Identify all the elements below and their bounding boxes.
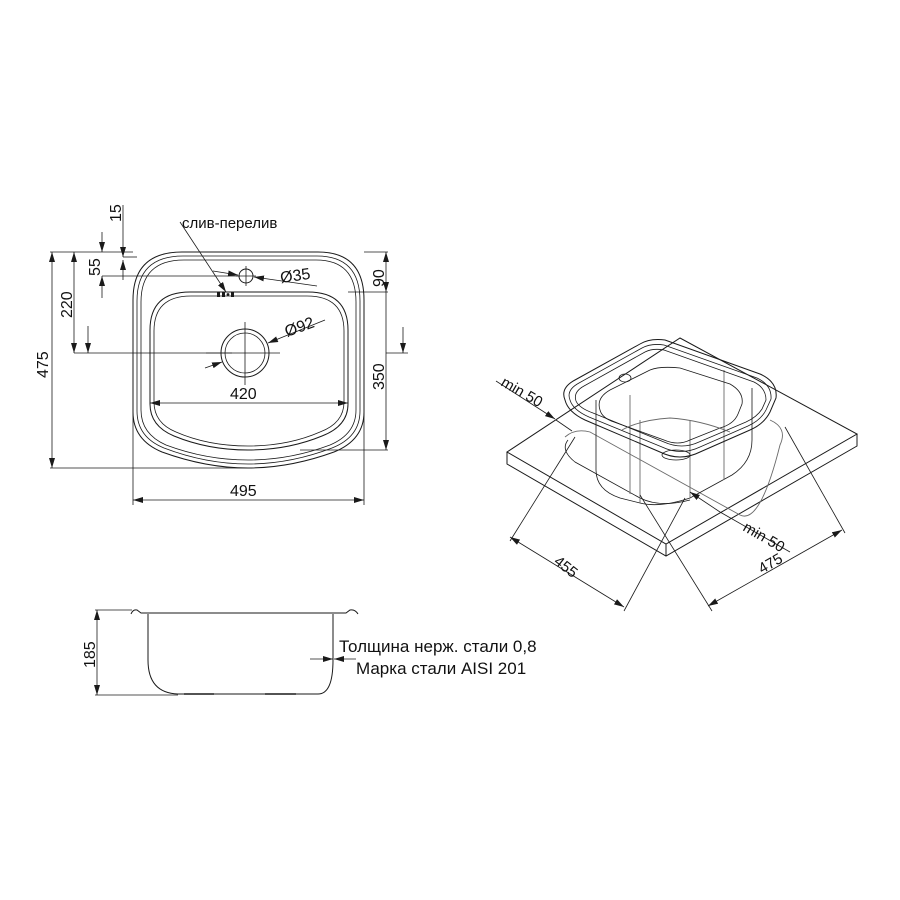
dim-dia35: Ø35 <box>279 266 311 287</box>
note-steel-grade: Марка стали AISI 201 <box>356 659 526 678</box>
isometric-view <box>506 337 859 557</box>
dim-185: 185 <box>82 641 99 668</box>
dim-495: 495 <box>230 483 257 500</box>
iso-dimensions <box>495 380 846 612</box>
overflow-slot-icon <box>217 292 234 297</box>
iso-min50-left: min 50 <box>498 374 545 411</box>
dim-55: 55 <box>87 258 104 276</box>
top-view <box>132 251 365 469</box>
iso-drain <box>661 449 691 461</box>
iso-min50-right: min 50 <box>740 519 787 556</box>
iso-dim-475: 475 <box>756 550 786 577</box>
dim-220: 220 <box>59 291 76 318</box>
dim-420: 420 <box>230 386 257 403</box>
dim-475: 475 <box>35 351 52 378</box>
note-thickness: Толщина нерж. стали 0,8 <box>339 637 537 656</box>
dim-15: 15 <box>108 204 125 222</box>
dim-dia92: Ø92 <box>283 314 317 340</box>
top-view-dimensions <box>49 205 408 505</box>
overflow-label: слив-перелив <box>182 215 277 232</box>
dim-350: 350 <box>371 363 388 390</box>
iso-overflow-hole <box>618 373 632 383</box>
dim-90: 90 <box>371 269 388 287</box>
side-view <box>94 609 359 696</box>
